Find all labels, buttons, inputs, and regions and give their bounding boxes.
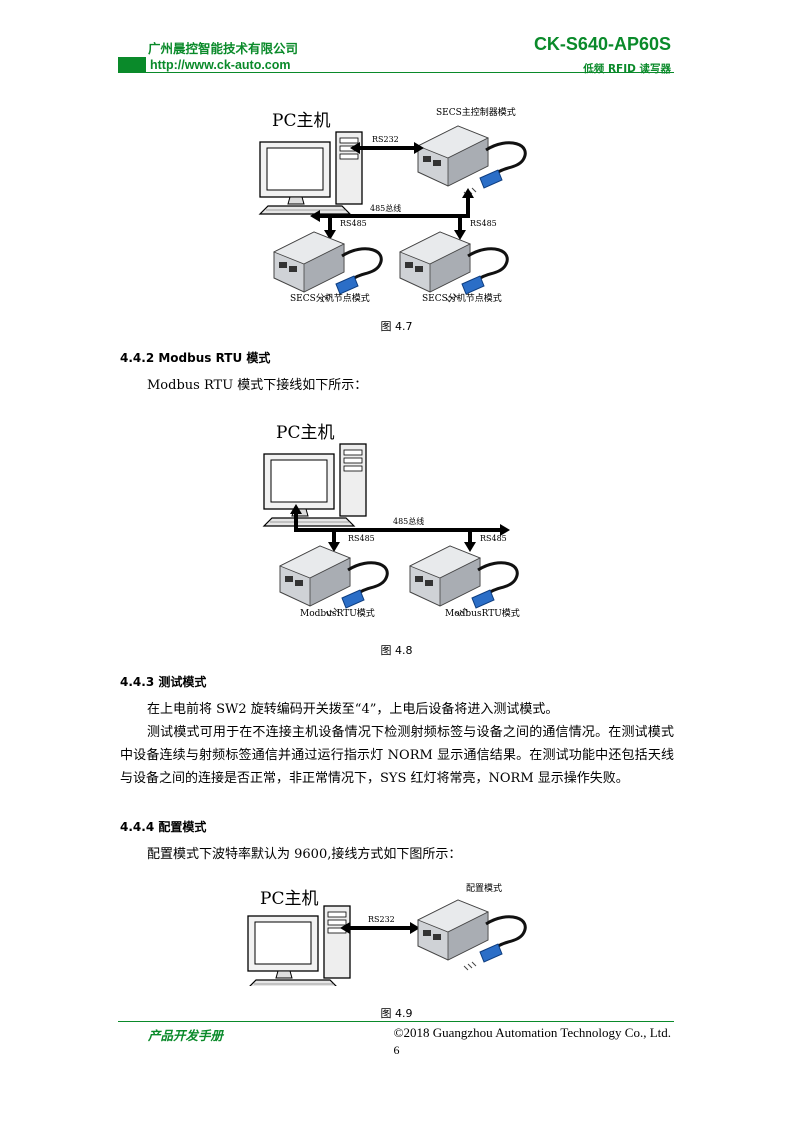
- company-url[interactable]: http://www.ck-auto.com: [150, 58, 291, 72]
- figure-4-8-diagram: PC主机 485总线 RS485 RS485 ModbusRTU模式 Modbu…: [263, 423, 520, 619]
- rs485-b-label: RS485: [470, 219, 497, 228]
- pc-icon: [263, 443, 367, 527]
- master-label: SECS主控制器模式: [436, 106, 516, 118]
- figure-4-7-diagram: PC主机 SECS主控制器模式 RS232 485总线 RS485 RS485 …: [259, 106, 527, 304]
- node-b-label: SECS分机节点模式: [422, 292, 502, 304]
- pc-icon: [247, 905, 351, 986]
- reader-icon: [398, 230, 509, 304]
- paragraph: Modbus RTU 模式下接线如下所示：: [147, 378, 368, 393]
- footer-manual-title: 产品开发手册: [148, 1028, 224, 1043]
- section-heading: 4.4.4 配置模式: [120, 820, 207, 834]
- figure-caption: 图 4.8: [380, 644, 413, 657]
- pc-icon: [259, 131, 363, 215]
- bus-label: 485总线: [370, 203, 401, 213]
- reader-icon: [416, 124, 527, 198]
- company-name: 广州晨控智能技术有限公司: [148, 41, 299, 56]
- reader-icon: [272, 230, 383, 304]
- product-model: CK-S640-AP60S: [533, 34, 671, 54]
- section-heading: 4.4.3 测试模式: [120, 675, 207, 689]
- section-heading: 4.4.2 Modbus RTU 模式: [120, 351, 271, 365]
- footer-copyright: ©2018 Guangzhou Automation Technology Co…: [393, 1025, 671, 1040]
- product-subtitle: 低频 RFID 读写器: [583, 63, 671, 75]
- rs485-a-label: RS485: [340, 219, 367, 228]
- paragraph: 配置模式下波特率默认为 9600,接线方式如下图所示：: [147, 847, 462, 862]
- rs232-label: RS232: [368, 915, 395, 924]
- paragraph: 测试模式可用于在不连接主机设备情况下检测射频标签与设备之间的通信情况。在测试模式…: [120, 725, 674, 786]
- node-a-label: SECS分机节点模式: [290, 292, 370, 304]
- reader-icon: [278, 544, 389, 618]
- pc-label: PC主机: [260, 889, 318, 909]
- pc-label: PC主机: [276, 423, 334, 443]
- figure-caption: 图 4.7: [380, 320, 413, 333]
- figure-caption: 图 4.9: [380, 1007, 413, 1020]
- page-number: 6: [393, 1043, 400, 1057]
- reader-icon: [416, 898, 527, 972]
- rs232-label: RS232: [372, 135, 399, 144]
- rs485-b-label: RS485: [480, 534, 507, 543]
- device-label: 配置模式: [466, 882, 502, 894]
- footer-rule: [118, 1021, 674, 1022]
- node-a-label: ModbusRTU模式: [300, 607, 375, 619]
- figure-4-9-diagram: PC主机 RS232 配置模式: [247, 882, 527, 986]
- bus-label: 485总线: [393, 516, 424, 526]
- paragraph: 在上电前将 SW2 旋转编码开关拨至“4”，上电后设备将进入测试模式。: [147, 702, 559, 717]
- reader-icon: [408, 544, 519, 618]
- rs485-a-label: RS485: [348, 534, 375, 543]
- node-b-label: ModbusRTU模式: [445, 607, 520, 619]
- header-bar: [118, 57, 674, 73]
- pc-label: PC主机: [272, 111, 330, 131]
